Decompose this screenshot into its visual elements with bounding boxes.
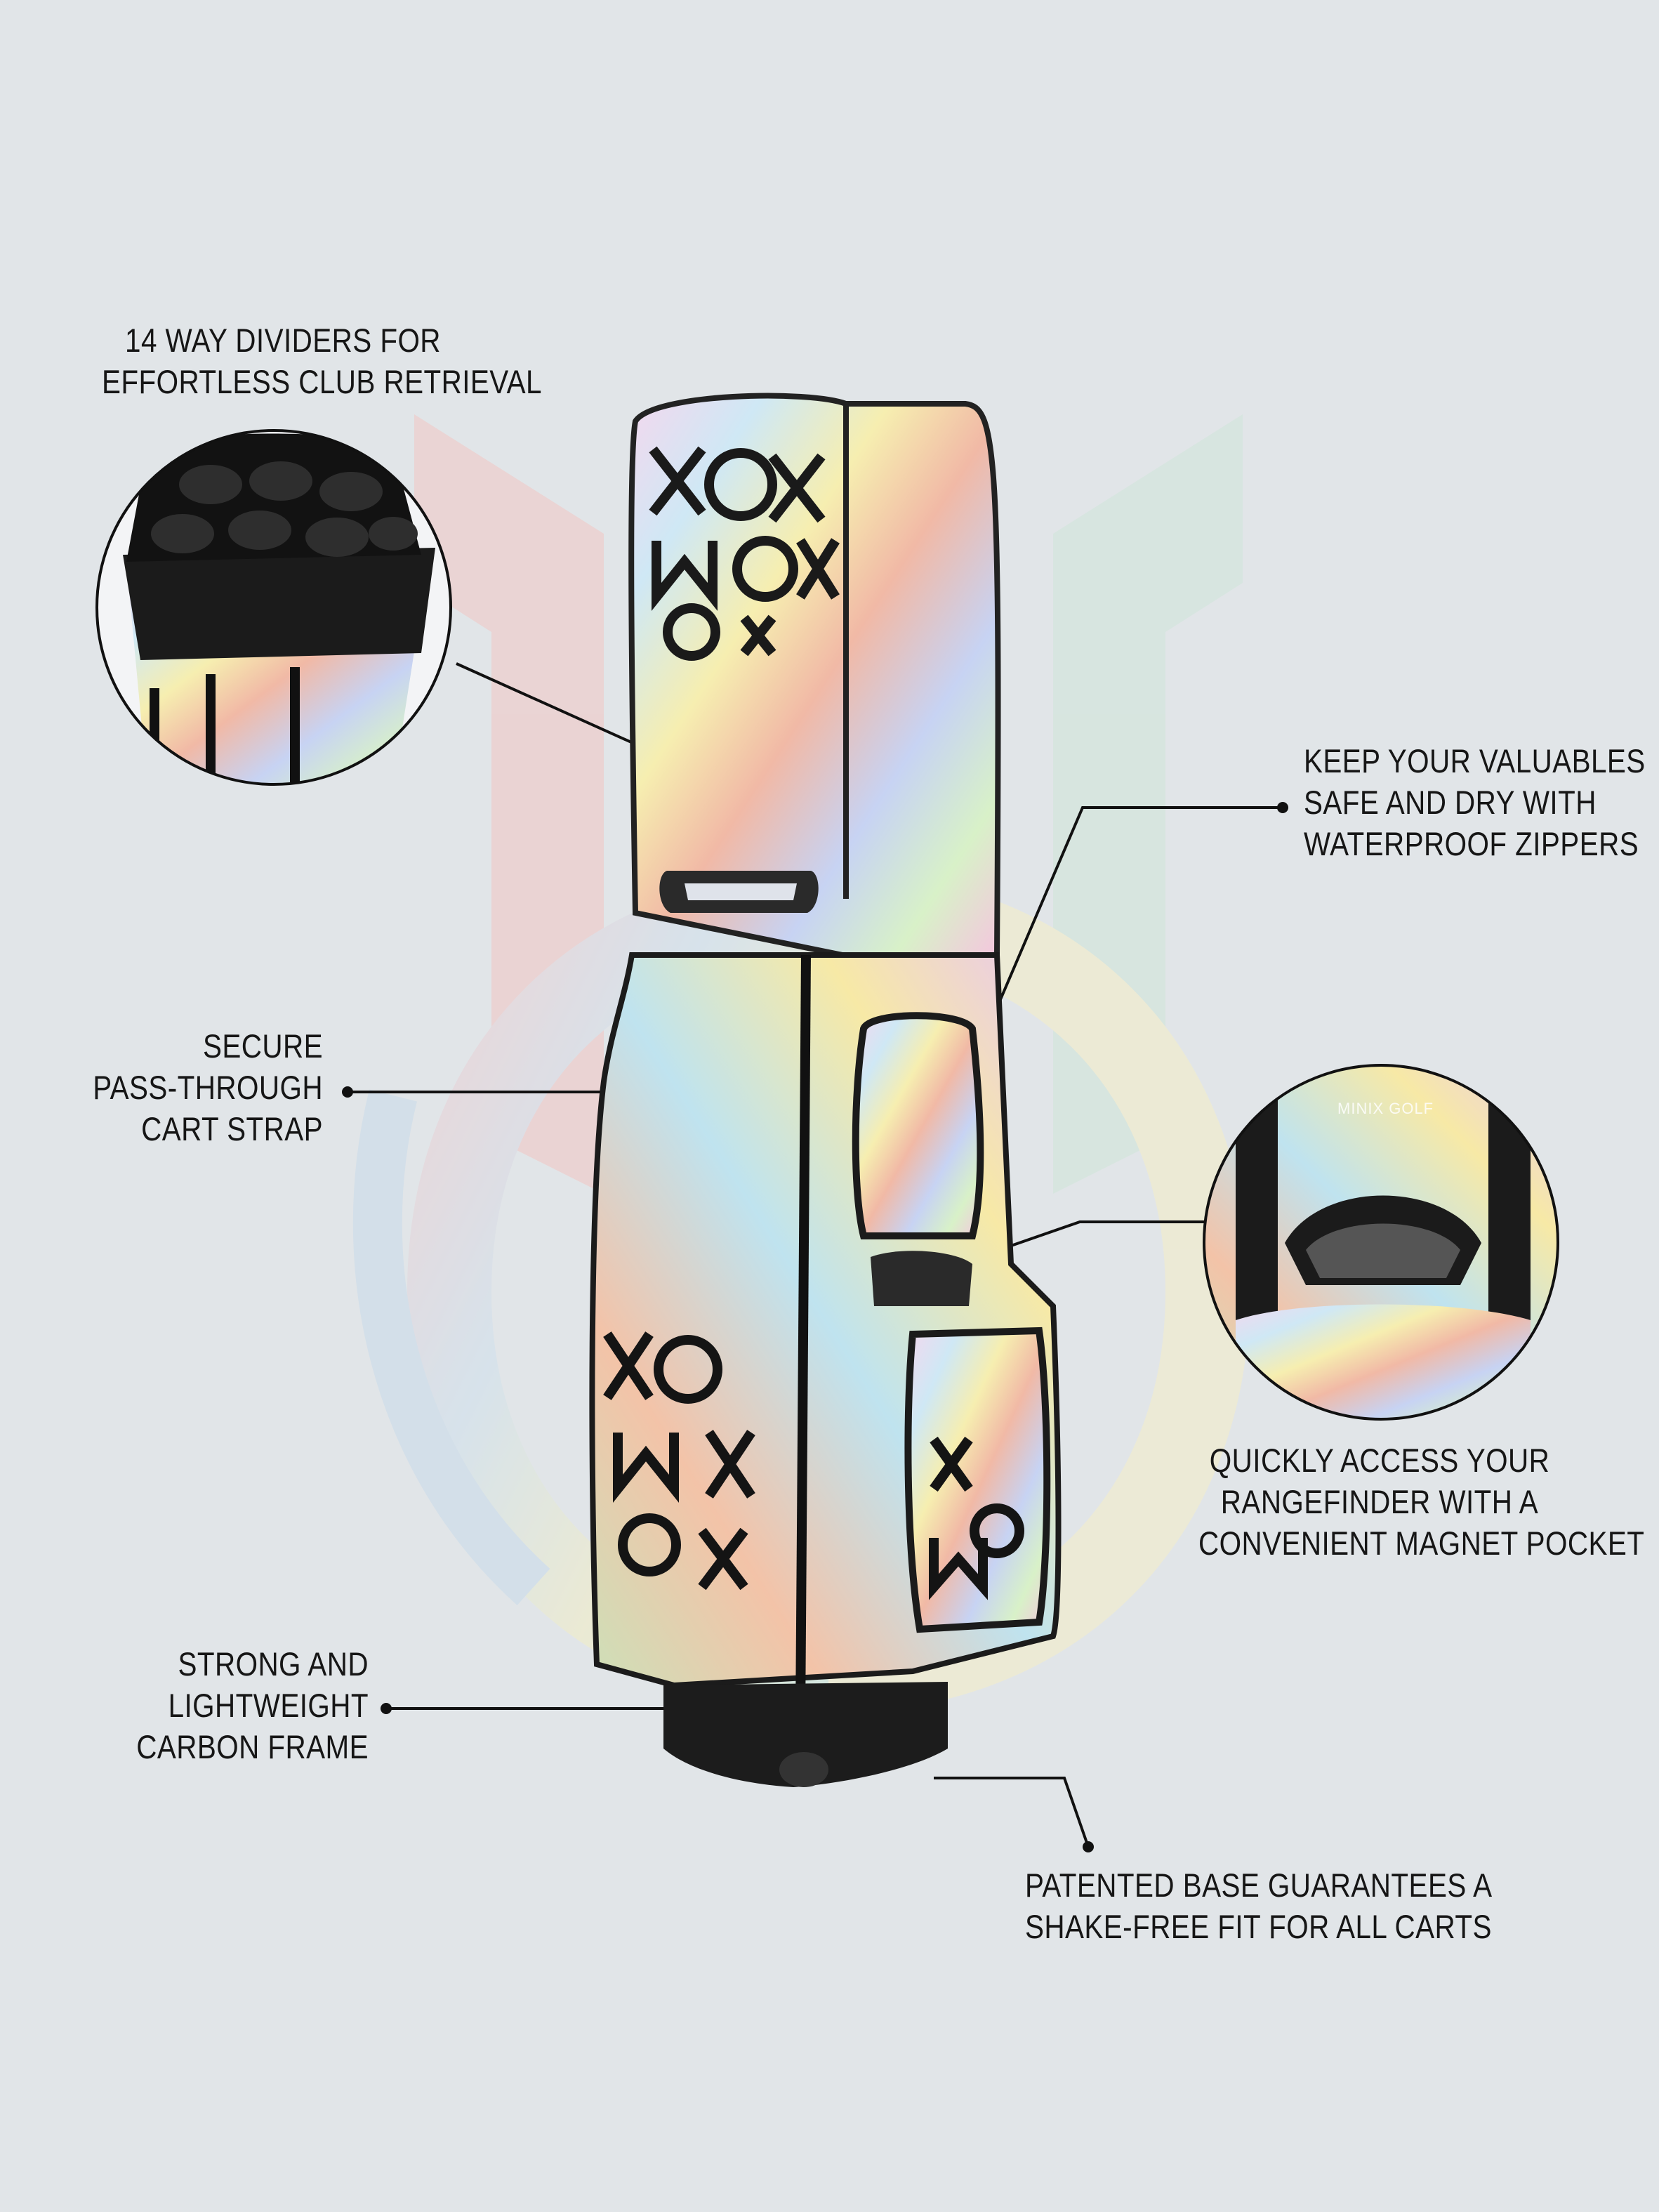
magnet-pocket-lid [871, 1251, 972, 1306]
callout-dividers: 14 WAY DIVIDERS FOR EFFORTLESS CLUB RETR… [102, 320, 542, 402]
golf-bag [589, 393, 1062, 1787]
callout-line: PATENTED BASE GUARANTEES A [1025, 1867, 1493, 1904]
xomi-letter-pattern-icon [649, 446, 840, 661]
callout-valuables: KEEP YOUR VALUABLES SAFE AND DRY WITH WA… [1304, 740, 1646, 864]
callout-line: PASS-THROUGH [93, 1069, 323, 1106]
callout-line: CARBON FRAME [136, 1728, 369, 1765]
bag-base [663, 1682, 948, 1787]
callout-line: SHAKE-FREE FIT FOR ALL CARTS [1025, 1908, 1492, 1945]
valuables-pocket [852, 1012, 984, 1239]
callout-line: EFFORTLESS CLUB RETRIEVAL [102, 363, 542, 400]
callout-line: STRONG AND [178, 1645, 369, 1683]
leader-valuables [985, 806, 1283, 1033]
callout-line: SECURE [202, 1027, 323, 1065]
lower-pocket [904, 1326, 1051, 1633]
leader-dots [342, 802, 1288, 1852]
callout-line: KEEP YOUR VALUABLES [1304, 742, 1646, 779]
callout-line: SAFE AND DRY WITH [1304, 784, 1597, 821]
callout-carbon-frame: STRONG AND LIGHTWEIGHT CARBON FRAME [127, 1643, 369, 1767]
callout-line: WATERPROOF ZIPPERS [1304, 825, 1639, 862]
callout-line: 14 WAY DIVIDERS FOR [125, 322, 441, 359]
bag-hood [628, 393, 1001, 958]
callout-line: LIGHTWEIGHT [168, 1687, 369, 1724]
callout-base: PATENTED BASE GUARANTEES A SHAKE-FREE FI… [1025, 1864, 1493, 1947]
callout-line: QUICKLY ACCESS YOUR [1209, 1442, 1550, 1479]
leader-base [934, 1777, 1090, 1848]
callout-cart-strap: SECURE PASS-THROUGH CART STRAP [81, 1025, 323, 1150]
callout-line: RANGEFINDER WITH A [1220, 1483, 1539, 1520]
callout-line: CART STRAP [141, 1110, 323, 1147]
rangefinder-pocket-zoom [1203, 1064, 1559, 1421]
dividers-zoom [95, 429, 452, 786]
callout-rangefinder: QUICKLY ACCESS YOUR RANGEFINDER WITH A C… [1198, 1440, 1645, 1564]
callout-line: CONVENIENT MAGNET POCKET [1198, 1525, 1645, 1562]
pocket-brand-label: MINIX GOLF [1337, 1100, 1434, 1117]
